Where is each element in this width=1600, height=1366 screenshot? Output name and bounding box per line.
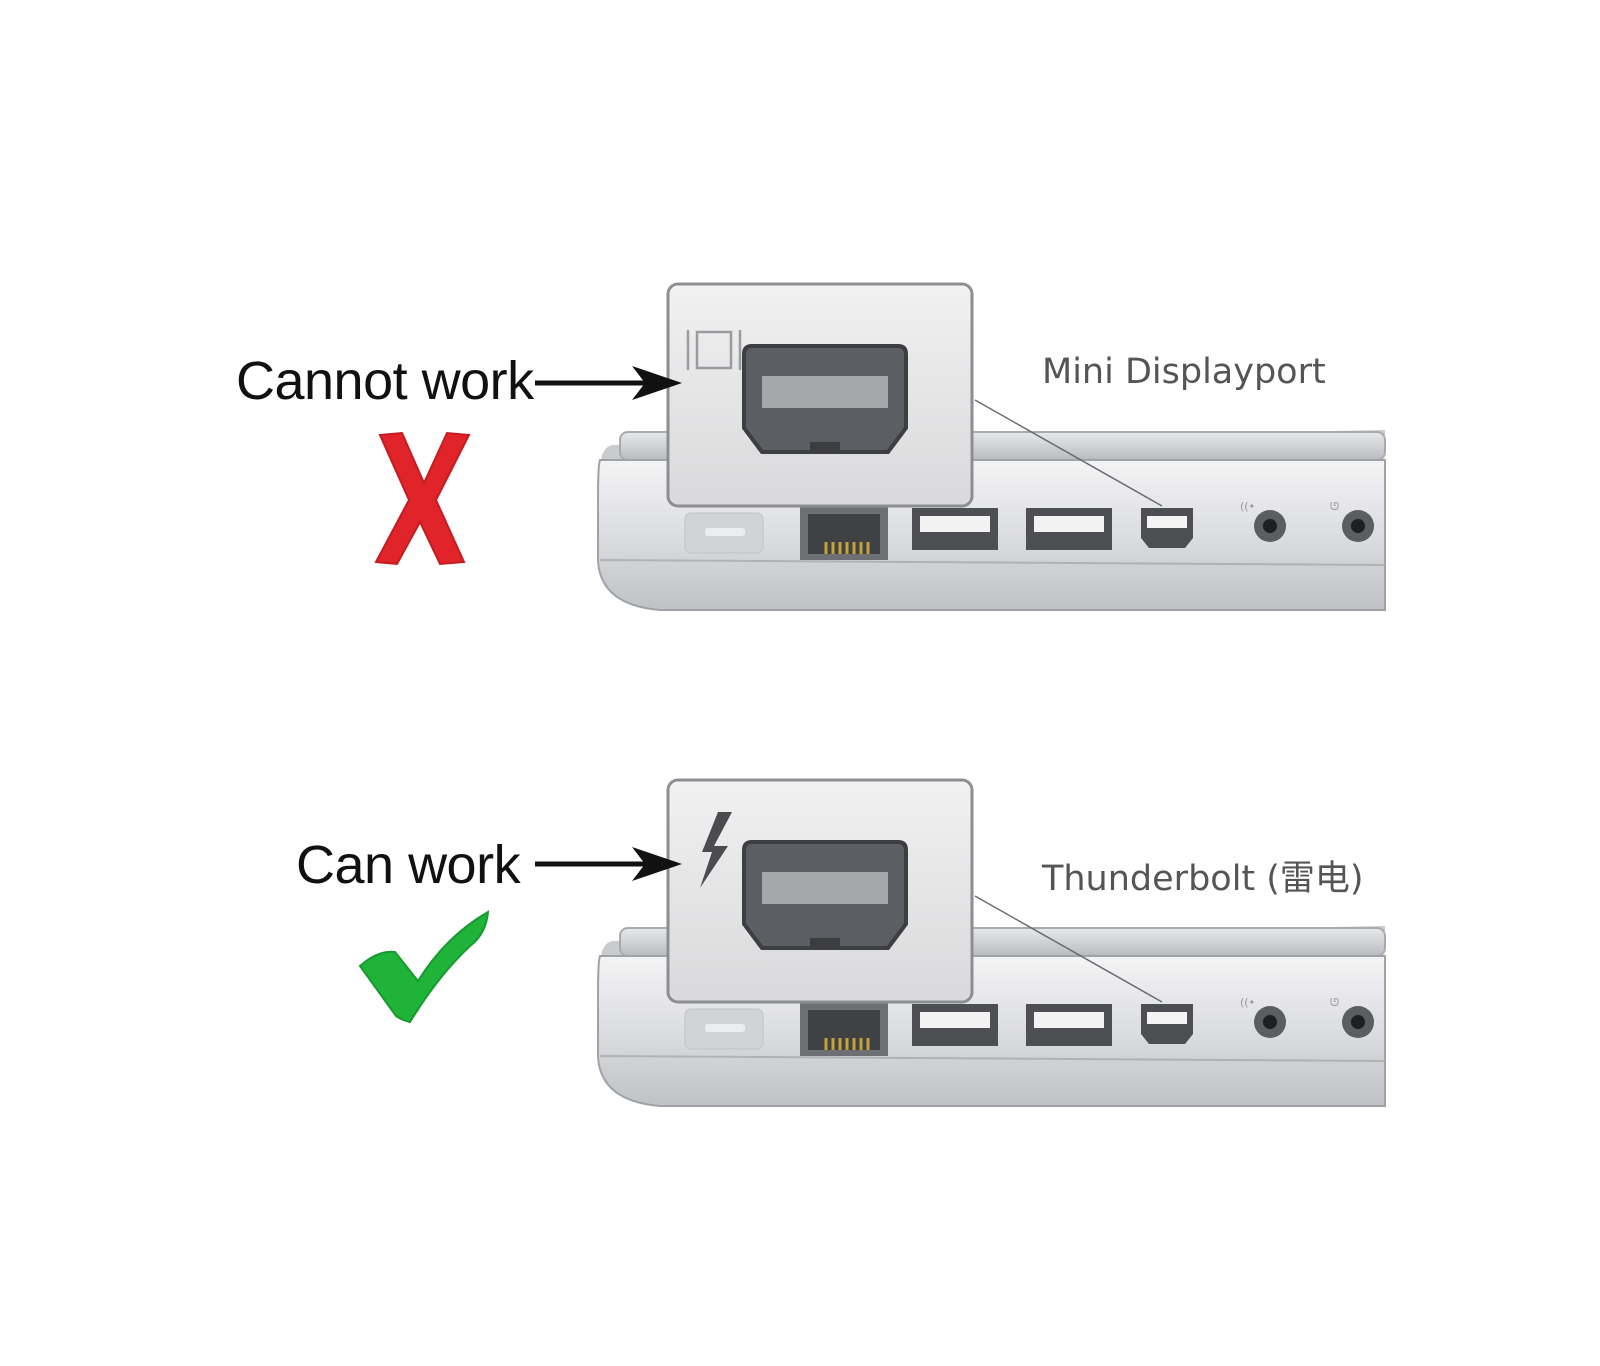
svg-text:((•: ((• [1240, 996, 1255, 1009]
svg-text:ᘎ: ᘎ [1330, 500, 1339, 513]
green-check-mark-icon [358, 910, 490, 1024]
red-x-mark-icon [374, 431, 471, 566]
port-label-mini-displayport: Mini Displayport [1042, 352, 1326, 392]
laptop-illustration: ((• ᘎ [358, 778, 1386, 1107]
mini-displayport-icon [686, 330, 742, 370]
svg-text:((•: ((• [1240, 500, 1255, 513]
svg-text:ᘎ: ᘎ [1330, 996, 1339, 1009]
port-label-thunderbolt: Thunderbolt (雷电) [1042, 859, 1364, 899]
panel-mini-displayport: ((• ᘎ Cannot work Mini Displayport [0, 270, 1600, 770]
status-label-can-work: Can work [296, 835, 521, 895]
status-label-cannot-work: Cannot work [236, 351, 534, 411]
thunderbolt-icon [700, 812, 732, 888]
laptop-illustration: ((• ᘎ [374, 282, 1386, 611]
panel-thunderbolt: ((• ᘎ Can work Thunderbolt (雷电) [0, 766, 1600, 1266]
